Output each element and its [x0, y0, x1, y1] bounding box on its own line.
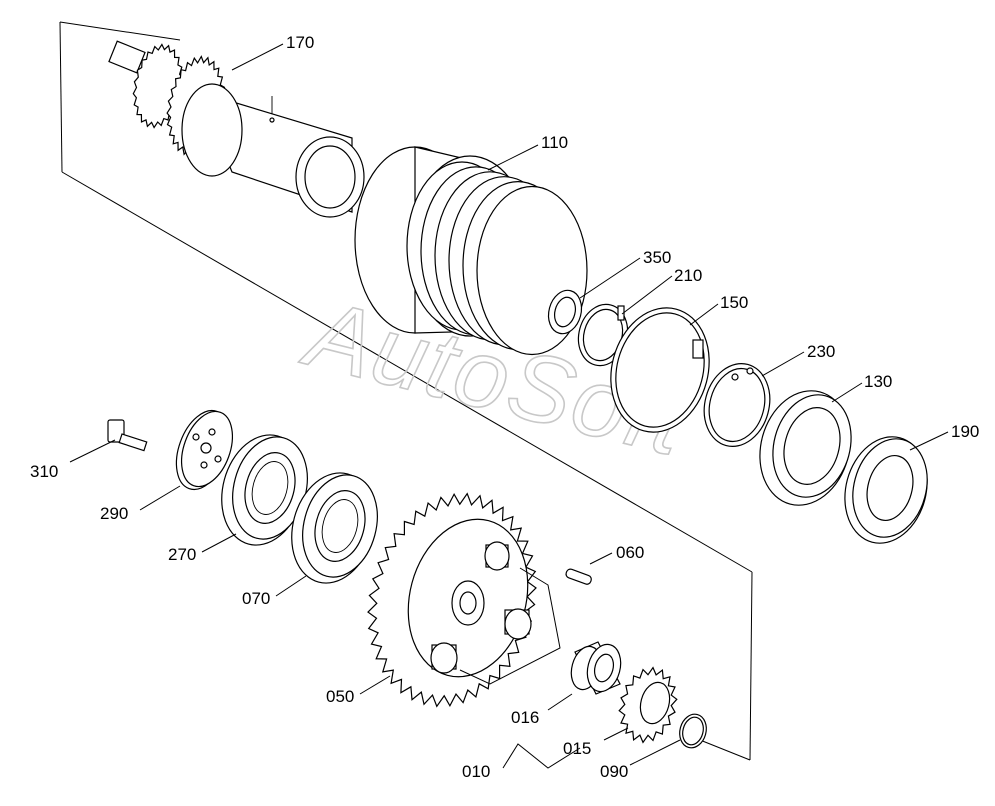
label-230: 230	[807, 342, 835, 361]
label-090: 090	[600, 762, 628, 781]
label-015: 015	[563, 739, 591, 758]
bearing-part-270	[221, 434, 308, 546]
label-310: 310	[30, 462, 58, 481]
label-010: 010	[462, 762, 490, 781]
label-190: 190	[951, 422, 979, 441]
snap-ring-part-090	[679, 713, 707, 749]
leader-lines	[69, 43, 949, 769]
small-gear-part-015	[618, 666, 678, 744]
washer-part-350	[547, 289, 583, 335]
plate-part-290	[175, 410, 233, 490]
label-070: 070	[242, 589, 270, 608]
label-050: 050	[326, 687, 354, 706]
planet-pin	[484, 541, 510, 571]
label-350: 350	[643, 248, 671, 267]
snap-ring-part-210	[577, 303, 629, 367]
label-170: 170	[286, 33, 314, 52]
circlip-part-150	[610, 307, 710, 433]
part-labels: 170 110 350 210 150 230 130 190 310 290 …	[30, 33, 979, 781]
label-150: 150	[720, 293, 748, 312]
needle-bearing-part-016	[570, 641, 622, 695]
bearing-part-070	[291, 472, 378, 584]
assembly-frame	[59, 21, 753, 761]
label-210: 210	[674, 266, 702, 285]
label-060: 060	[616, 543, 644, 562]
label-130: 130	[864, 372, 892, 391]
bolt-part-310	[107, 419, 148, 452]
planet-pin	[430, 642, 458, 674]
pin-part-060	[565, 568, 592, 585]
label-016: 016	[511, 708, 539, 727]
seal-part-190	[844, 436, 928, 544]
label-270: 270	[168, 545, 196, 564]
bearing-part-130	[759, 390, 852, 506]
gear-part-050	[367, 492, 561, 708]
retaining-ring-part-230	[703, 362, 771, 448]
planet-pin	[504, 608, 532, 640]
shaft-part-170	[108, 40, 365, 218]
label-290: 290	[100, 504, 128, 523]
label-110: 110	[541, 133, 568, 152]
